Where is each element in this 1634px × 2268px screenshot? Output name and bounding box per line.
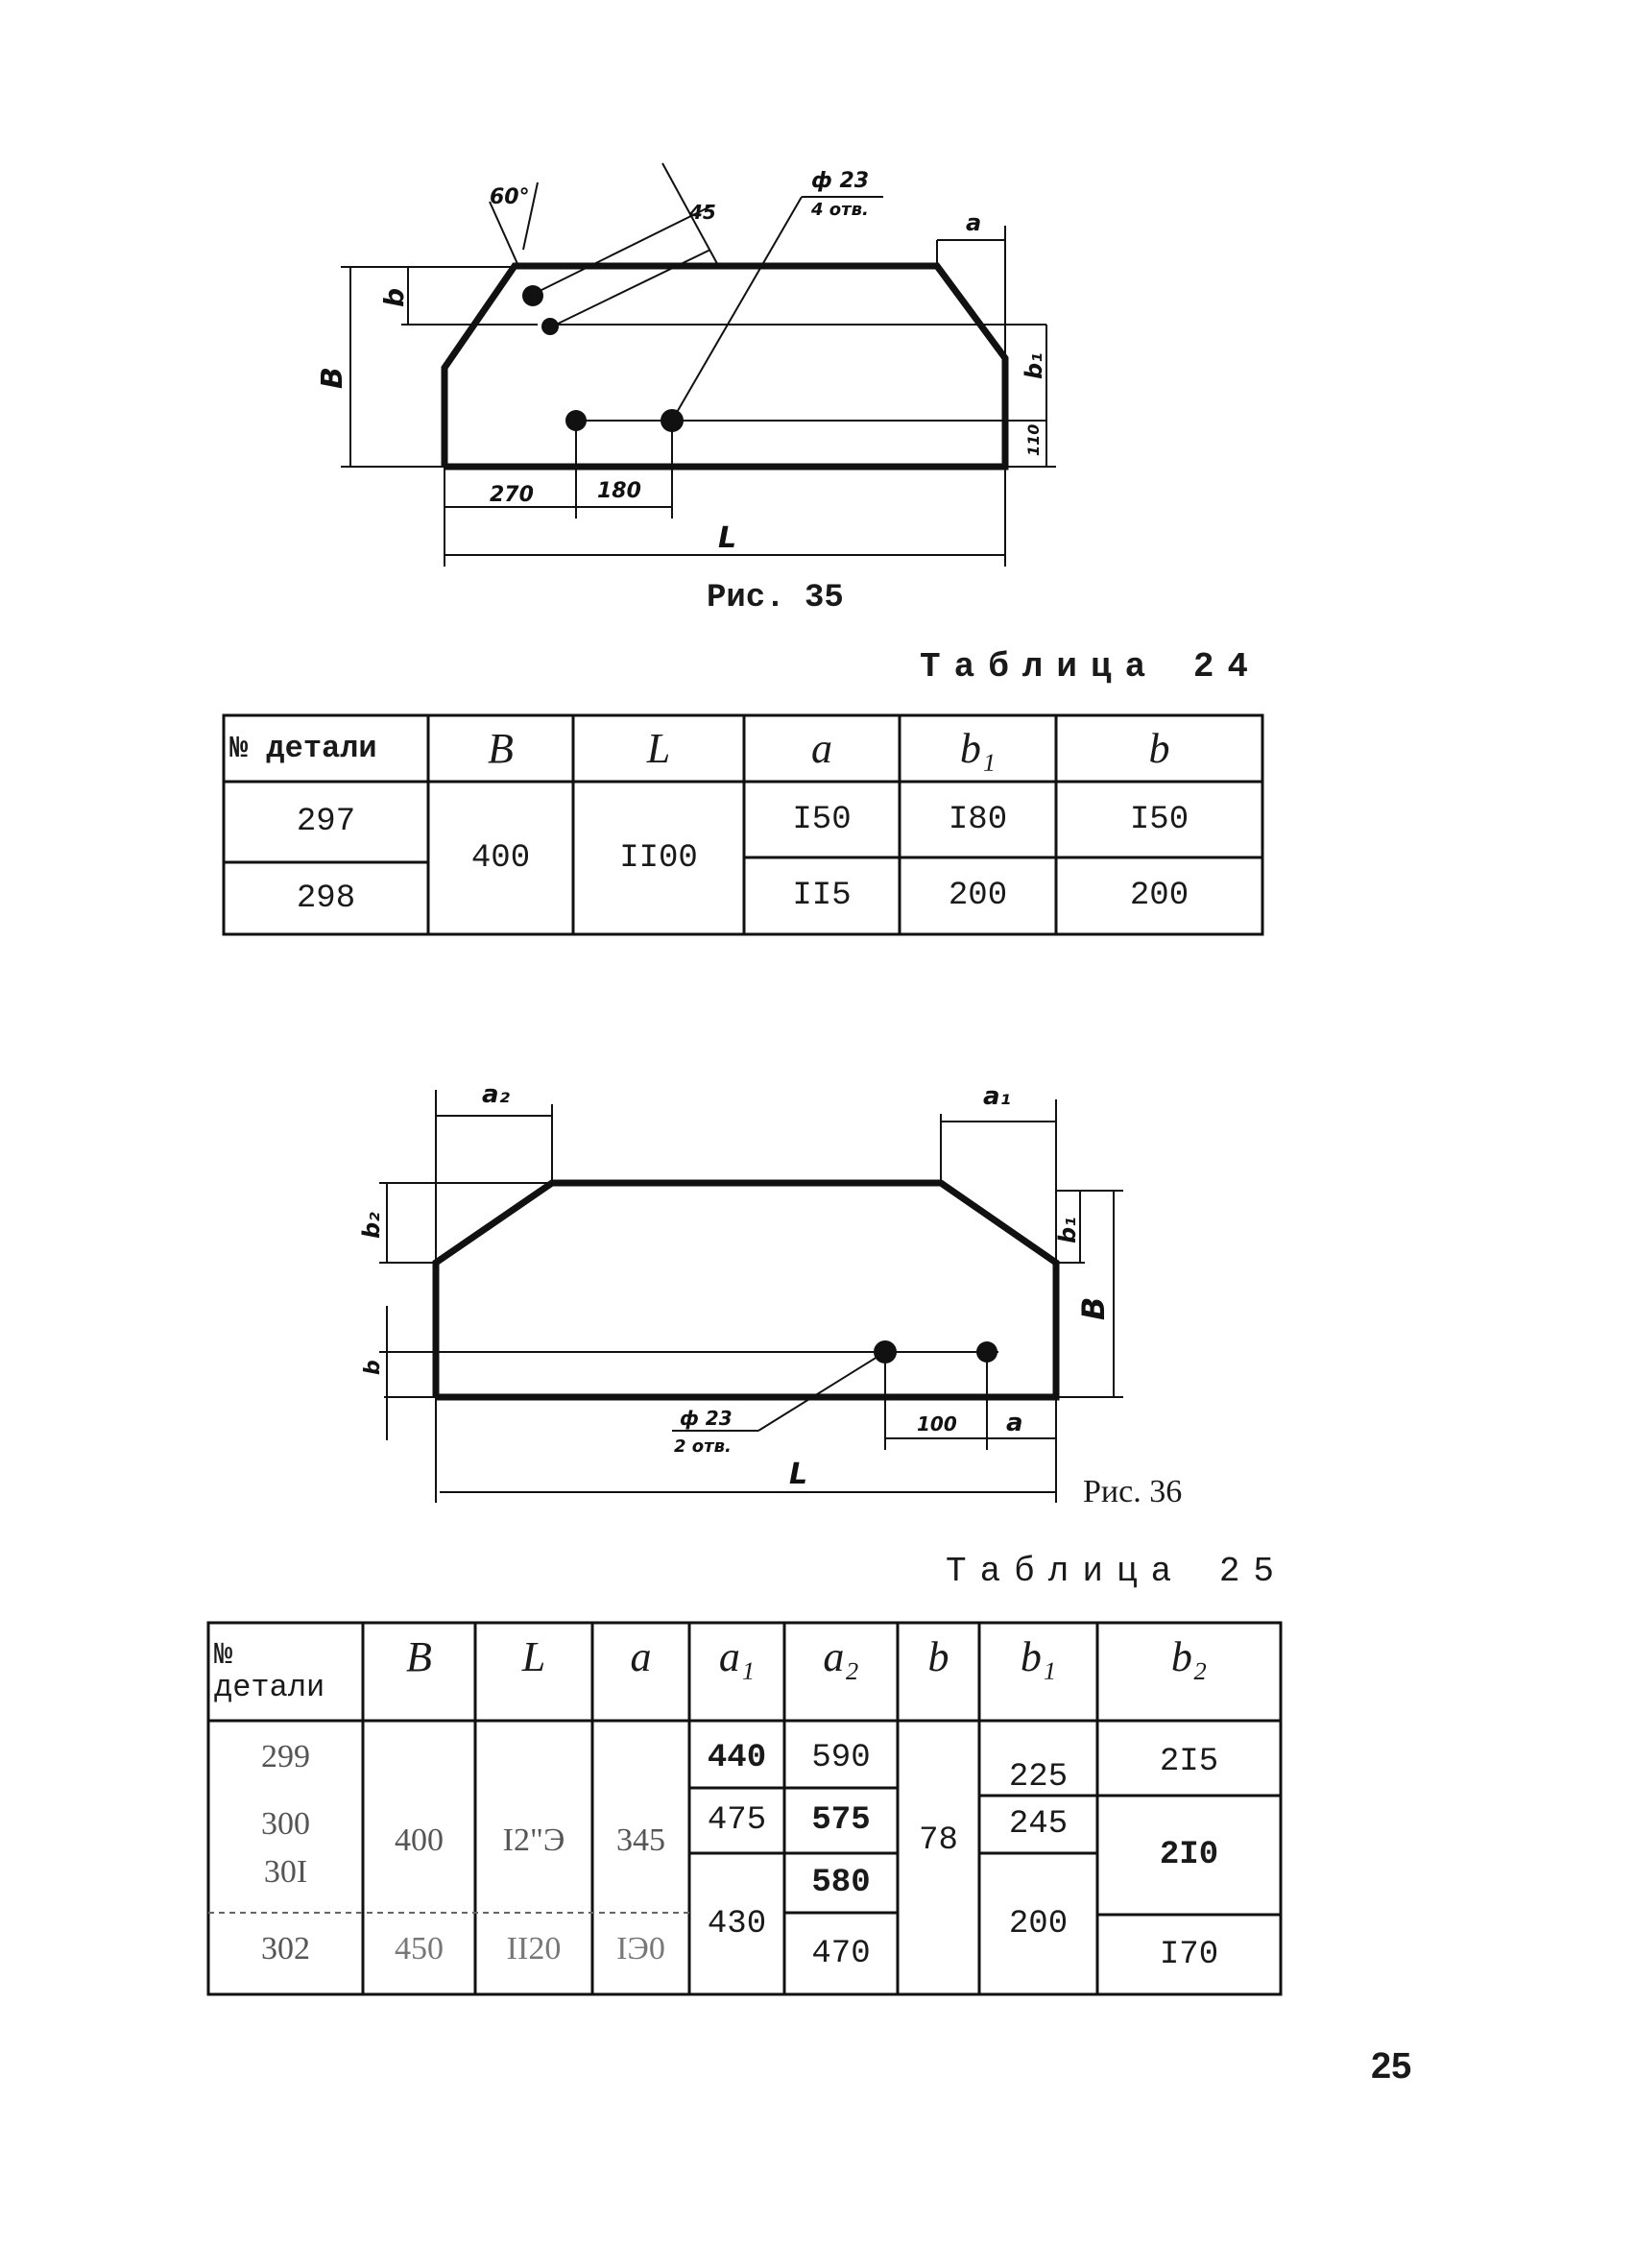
- figure-35-caption: Рис. 35: [707, 580, 844, 616]
- table-24-header-B: B: [488, 725, 514, 772]
- fig35-hole-1: [522, 285, 543, 306]
- fig36-label-a2: a₂: [482, 1080, 511, 1109]
- table-25-part-300: 300: [261, 1806, 310, 1842]
- table-24-b-298: 200: [1129, 878, 1189, 914]
- table-25-part-301: 30I: [263, 1854, 308, 1890]
- figure-35-drawing: 60° 45 ф 23 4 отв. a b B b₁ 110 270 180 …: [316, 162, 1056, 567]
- fig36-label-100: 100: [917, 1412, 957, 1436]
- fig36-label-b: b: [361, 1360, 385, 1375]
- fig35-hole-2: [541, 318, 559, 335]
- table-25-header-b1: b₁: [1020, 1632, 1057, 1680]
- table-25-b-shared: 78: [919, 1822, 958, 1859]
- table-24-B-shared: 400: [470, 839, 531, 877]
- table-25-b2-300-301: 2I0: [1159, 1837, 1219, 1873]
- fig36-label-b1: b₁: [1054, 1217, 1081, 1243]
- table-24-header-b1: b₁: [959, 725, 997, 772]
- table-25-title: Таблица 25: [946, 1552, 1288, 1591]
- table-25-header-a1: a₁: [718, 1632, 756, 1680]
- table-25-a1-300: 475: [707, 1802, 767, 1839]
- table-25-b1-300: 245: [1008, 1806, 1069, 1843]
- fig36-label-B: B: [1075, 1297, 1112, 1320]
- table-25-part-299: 299: [261, 1739, 310, 1774]
- fig35-label-hole-count: 4 отв.: [810, 200, 869, 220]
- fig36-hole-2: [976, 1341, 997, 1363]
- page-number: 25: [1371, 2046, 1412, 2087]
- fig35-hole-3: [565, 410, 587, 431]
- table-25-header-L: L: [521, 1632, 546, 1680]
- table-25-a2-300: 575: [811, 1802, 871, 1839]
- table-25-L-302: II20: [506, 1931, 562, 1966]
- table-25-B-group: 400: [395, 1822, 444, 1858]
- table-24-header-part: № детали: [229, 731, 377, 766]
- fig35-label-b: b: [378, 288, 410, 307]
- fig35-label-a: a: [966, 209, 981, 236]
- table-25-a-302: IЭ0: [616, 1931, 665, 1966]
- fig35-label-L: L: [718, 521, 736, 555]
- table-25-header-B: B: [406, 1632, 432, 1680]
- table-24-title: Таблица 24: [920, 647, 1262, 687]
- fig35-label-b1: b₁: [1021, 352, 1047, 379]
- table-25-a-group: 345: [616, 1822, 665, 1858]
- fig36-label-hole-count: 2 отв.: [674, 1436, 732, 1457]
- table-24-part-297: 297: [296, 804, 356, 840]
- table-24-part-298: 298: [296, 880, 356, 917]
- table-25-header-b: b: [927, 1632, 949, 1680]
- fig35-label-110: 110: [1024, 424, 1043, 456]
- table-25-header-b2: b₂: [1170, 1632, 1208, 1680]
- fig35-hole-4: [661, 409, 684, 432]
- fig36-label-a1: a₁: [983, 1082, 1011, 1111]
- table-25-b2-299: 2I5: [1159, 1744, 1219, 1780]
- table-25-a2-302: 470: [811, 1935, 871, 1972]
- table-24-header-a: a: [811, 725, 832, 772]
- figure-36-caption: Рис. 36: [1083, 1474, 1183, 1509]
- table-25-grid: [206, 1621, 1283, 1996]
- table-25-header-a: a: [630, 1632, 652, 1680]
- table-25-a2-301: 580: [811, 1865, 871, 1901]
- fig35-label-180: 180: [597, 479, 641, 503]
- table-25-a2-299: 590: [811, 1740, 871, 1776]
- table-25-b1-301-302: 200: [1008, 1905, 1069, 1942]
- table-25-header-a2: a₂: [823, 1632, 859, 1680]
- fig35-label-45: 45: [688, 201, 716, 224]
- fig35-label-hole-size: ф 23: [811, 169, 869, 193]
- table-24-a-298: II5: [792, 878, 852, 914]
- table-24-b1-298: 200: [948, 878, 1008, 914]
- fig36-hole-1: [874, 1340, 897, 1363]
- table-25-B-302: 450: [395, 1931, 444, 1966]
- fig35-label-270: 270: [490, 483, 534, 507]
- table-24-header-L: L: [646, 725, 671, 772]
- fig35-label-B: B: [316, 367, 349, 389]
- fig35-label-angle: 60°: [490, 185, 530, 209]
- fig36-label-a: a: [1006, 1409, 1023, 1437]
- table-24-b1-297: I80: [948, 801, 1008, 838]
- table-25-a1-301-302: 430: [707, 1905, 767, 1942]
- table-24-header-b: b: [1148, 725, 1170, 772]
- fig36-label-hole-size: ф 23: [680, 1407, 733, 1430]
- fig36-label-b2: b₂: [358, 1212, 385, 1239]
- table-24-L-shared: II00: [619, 839, 698, 877]
- fig36-label-L: L: [789, 1458, 807, 1491]
- table-25-header-part: № детали: [214, 1637, 325, 1705]
- table-25-b2-302: I70: [1159, 1936, 1219, 1973]
- table-25-b1-299: 225: [1008, 1759, 1069, 1796]
- table-25-L-group: I2"Э: [502, 1822, 565, 1858]
- table-24-grid: [222, 713, 1264, 936]
- table-24-b-297: I50: [1129, 801, 1189, 838]
- table-25-part-302: 302: [261, 1931, 310, 1966]
- table-25-a1-299: 440: [707, 1740, 767, 1776]
- table-24-a-297: I50: [792, 801, 852, 838]
- figure-36-drawing: a₂ a₁ b₂ b₁ B b ф 23 2 отв. 100 a L: [358, 1080, 1123, 1503]
